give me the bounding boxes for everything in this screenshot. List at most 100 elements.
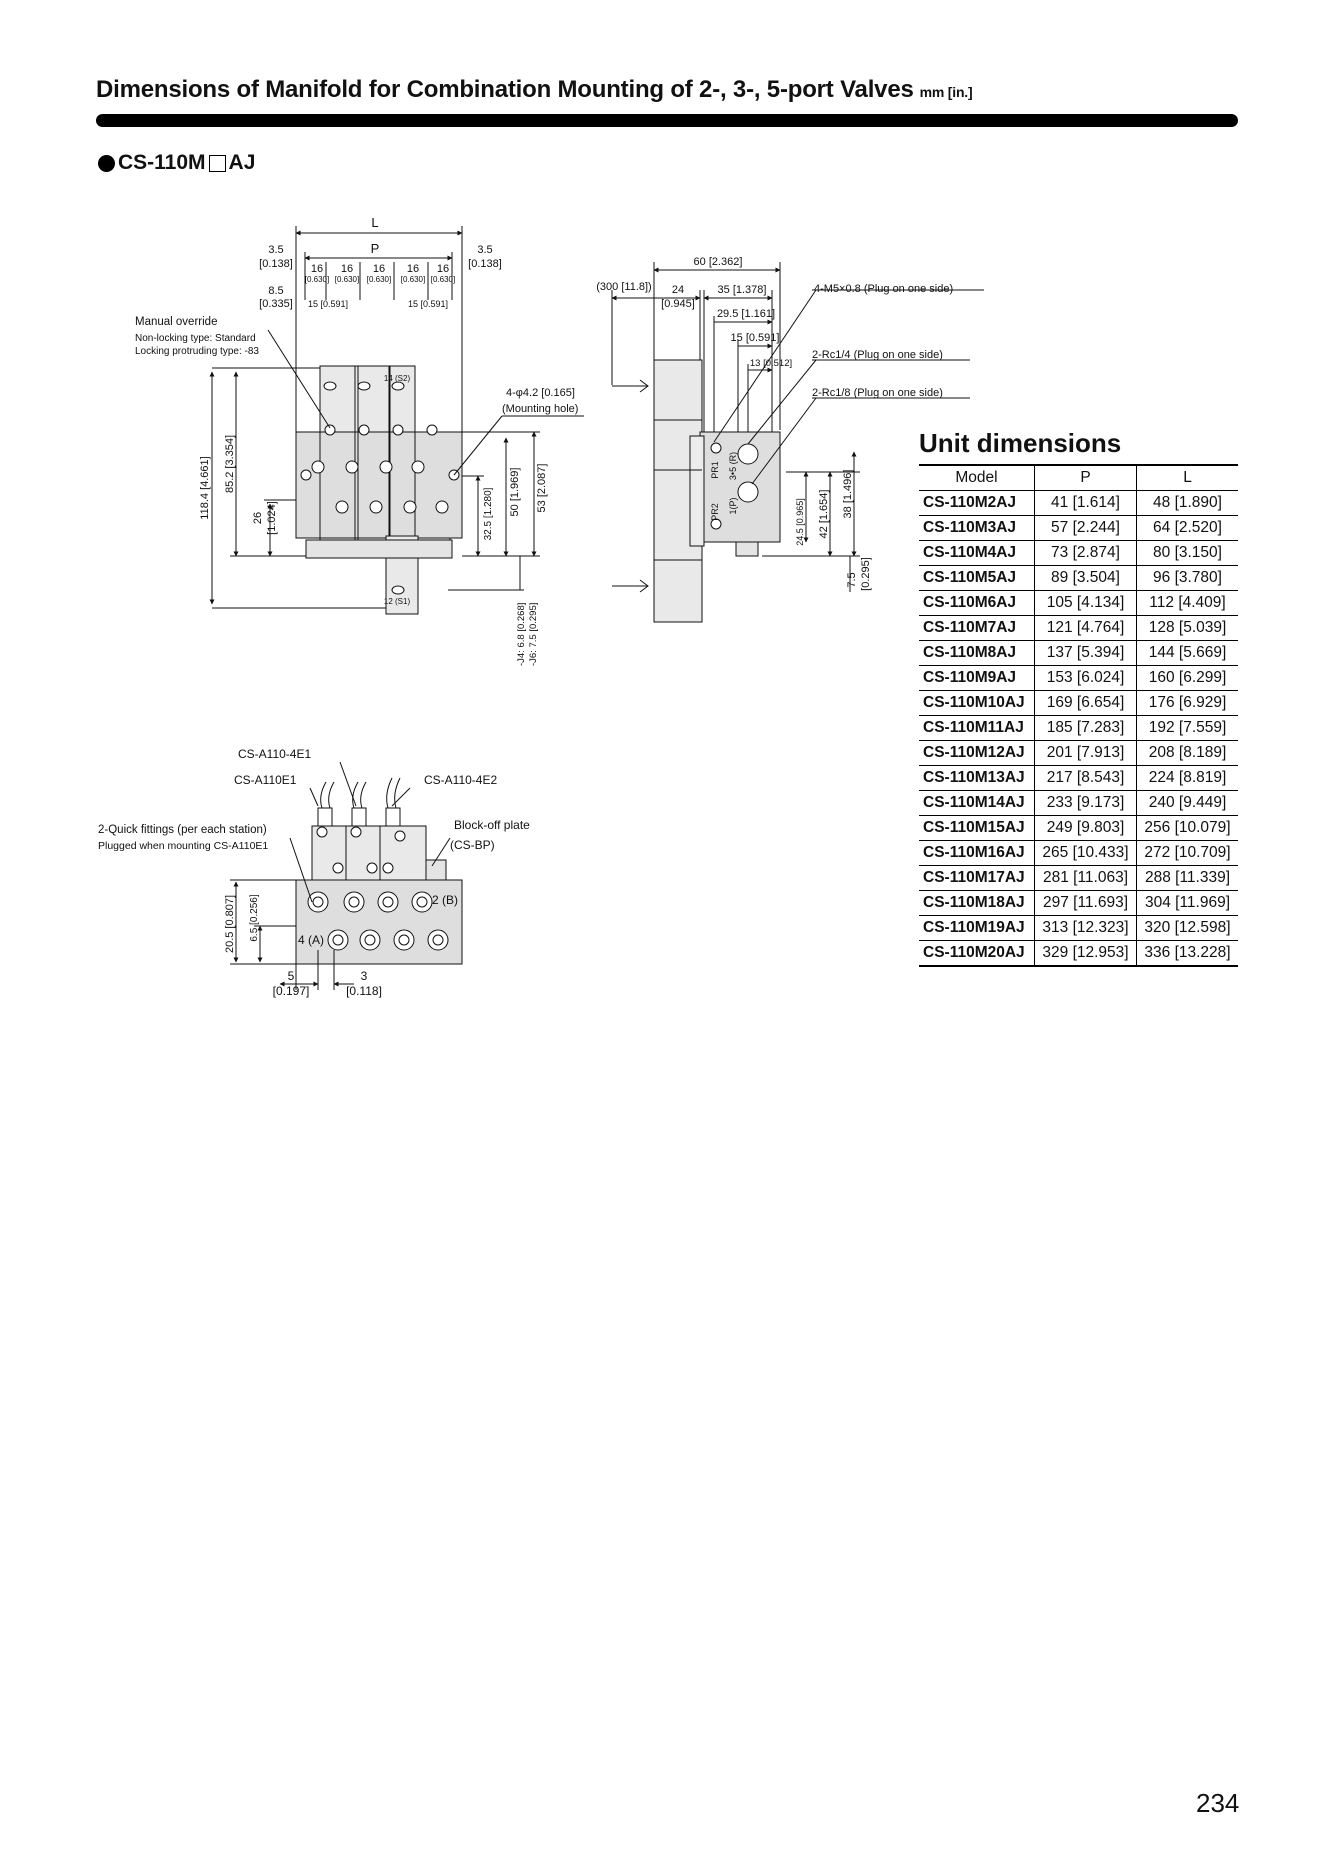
p-cell: 281 [11.063] <box>1033 865 1137 891</box>
l-cell: 128 [5.039] <box>1136 615 1238 641</box>
p-cell: 89 [3.504] <box>1033 565 1137 591</box>
svg-text:60 [2.362]: 60 [2.362] <box>694 256 743 268</box>
svg-text:8.5: 8.5 <box>268 285 283 297</box>
p-cell: 105 [4.134] <box>1033 590 1137 616</box>
svg-text:Plugged when mounting CS-A110E: Plugged when mounting CS-A110E1 <box>98 840 268 852</box>
p-cell: 137 [5.394] <box>1033 640 1137 666</box>
svg-text:13 [0.512]: 13 [0.512] <box>750 358 792 369</box>
svg-text:15 [0.591]: 15 [0.591] <box>408 299 448 309</box>
svg-text:[0.335]: [0.335] <box>259 298 293 310</box>
placeholder-box-icon <box>208 154 226 172</box>
svg-text:32.5 [1.280]: 32.5 [1.280] <box>483 487 494 540</box>
model-cell: CS-110M12AJ <box>919 740 1035 766</box>
page-title: Dimensions of Manifold for Combination M… <box>96 76 973 103</box>
svg-text:6.5 [0.256]: 6.5 [0.256] <box>249 894 260 941</box>
svg-text:Locking protruding type: -83: Locking protruding type: -83 <box>135 346 259 357</box>
svg-text:PR1: PR1 <box>710 461 720 479</box>
bullet-icon <box>98 154 115 172</box>
p-cell: 233 [9.173] <box>1033 790 1137 816</box>
svg-text:4 (A): 4 (A) <box>298 933 324 947</box>
svg-text:16: 16 <box>311 263 323 275</box>
l-cell: 64 [2.520] <box>1136 515 1238 541</box>
svg-text:12 (S1): 12 (S1) <box>384 597 411 606</box>
svg-text:CS-A110-4E2: CS-A110-4E2 <box>424 773 497 787</box>
svg-text:16: 16 <box>373 263 385 275</box>
p-cell: 217 [8.543] <box>1033 765 1137 791</box>
p-cell: 297 [11.693] <box>1033 890 1137 916</box>
page-number: 234 <box>1196 1788 1240 1818</box>
l-cell: 208 [8.189] <box>1136 740 1238 766</box>
model-suffix: AJ <box>228 151 256 174</box>
model-cell: CS-110M14AJ <box>919 790 1035 816</box>
l-cell: 320 [12.598] <box>1136 915 1238 941</box>
l-cell: 256 [10.079] <box>1136 815 1238 841</box>
p-cell: 153 [6.024] <box>1033 665 1137 691</box>
model-cell: CS-110M18AJ <box>919 890 1035 916</box>
svg-text:2-Quick fittings (per each sta: 2-Quick fittings (per each station) <box>98 824 267 836</box>
svg-text:2-Rc1/8 (Plug on one side): 2-Rc1/8 (Plug on one side) <box>812 387 943 399</box>
model-cell: CS-110M9AJ <box>919 665 1035 691</box>
svg-text:15 [0.591]: 15 [0.591] <box>731 332 780 344</box>
bottom-view-drawing <box>230 761 463 990</box>
l-cell: 48 [1.890] <box>1136 490 1238 516</box>
p-cell: 329 [12.953] <box>1033 940 1137 967</box>
l-cell: 224 [8.819] <box>1136 765 1238 791</box>
svg-text:[0.630]: [0.630] <box>401 275 425 284</box>
svg-text:Manual override: Manual override <box>135 316 217 328</box>
svg-text:L: L <box>371 215 378 230</box>
model-cell: CS-110M13AJ <box>919 765 1035 791</box>
svg-text:7.5: 7.5 <box>846 572 858 587</box>
svg-text:4-φ4.2 [0.165]: 4-φ4.2 [0.165] <box>506 387 575 399</box>
svg-text:16: 16 <box>437 263 449 275</box>
model-cell: CS-110M7AJ <box>919 615 1035 641</box>
svg-text:[0.630]: [0.630] <box>335 275 359 284</box>
svg-text:4-M5×0.8 (Plug on one side): 4-M5×0.8 (Plug on one side) <box>814 283 953 295</box>
svg-text:-J4: 6.8 [0.268]: -J4: 6.8 [0.268] <box>516 603 527 666</box>
svg-text:PR2: PR2 <box>710 503 720 521</box>
svg-text:[0.197]: [0.197] <box>273 984 310 998</box>
l-cell: 336 [13.228] <box>1136 940 1238 967</box>
p-cell: 185 [7.283] <box>1033 715 1137 741</box>
model-cell: CS-110M20AJ <box>919 940 1035 967</box>
column-header-model: Model <box>919 464 1035 491</box>
front-view-labels: L P 3.5 [0.138] 3.5 [0.138] 16 16 16 16 … <box>135 215 578 666</box>
p-cell: 169 [6.654] <box>1033 690 1137 716</box>
column-header-p: P <box>1033 464 1137 491</box>
l-cell: 304 [11.969] <box>1136 890 1238 916</box>
side-view-labels: 60 [2.362] (300 [11.8]) 24 [0.945] 35 [1… <box>596 256 953 591</box>
svg-text:16: 16 <box>407 263 419 275</box>
model-cell: CS-110M8AJ <box>919 640 1035 666</box>
unit-label: mm [in.] <box>919 84 973 100</box>
svg-text:CS-A110E1: CS-A110E1 <box>234 773 297 787</box>
svg-text:2-Rc1/4 (Plug on one side): 2-Rc1/4 (Plug on one side) <box>812 349 943 361</box>
p-cell: 265 [10.433] <box>1033 840 1137 866</box>
svg-text:14 (S2): 14 (S2) <box>384 374 411 383</box>
svg-text:[0.630]: [0.630] <box>431 275 455 284</box>
bottom-view-labels: CS-A110-4E1 CS-A110E1 CS-A110-4E2 2-Quic… <box>98 747 530 998</box>
model-cell: CS-110M5AJ <box>919 565 1035 591</box>
model-cell: CS-110M2AJ <box>919 490 1035 516</box>
column-header-l: L <box>1136 464 1238 491</box>
front-view-drawing <box>209 226 584 615</box>
svg-text:3: 3 <box>361 969 368 983</box>
p-cell: 121 [4.764] <box>1033 615 1137 641</box>
svg-text:(CS-BP): (CS-BP) <box>450 838 495 852</box>
svg-text:[0.118]: [0.118] <box>346 984 382 998</box>
model-cell: CS-110M4AJ <box>919 540 1035 566</box>
svg-text:-J6: 7.5 [0.295]: -J6: 7.5 [0.295] <box>528 603 539 666</box>
model-prefix: CS-110M <box>118 151 206 174</box>
